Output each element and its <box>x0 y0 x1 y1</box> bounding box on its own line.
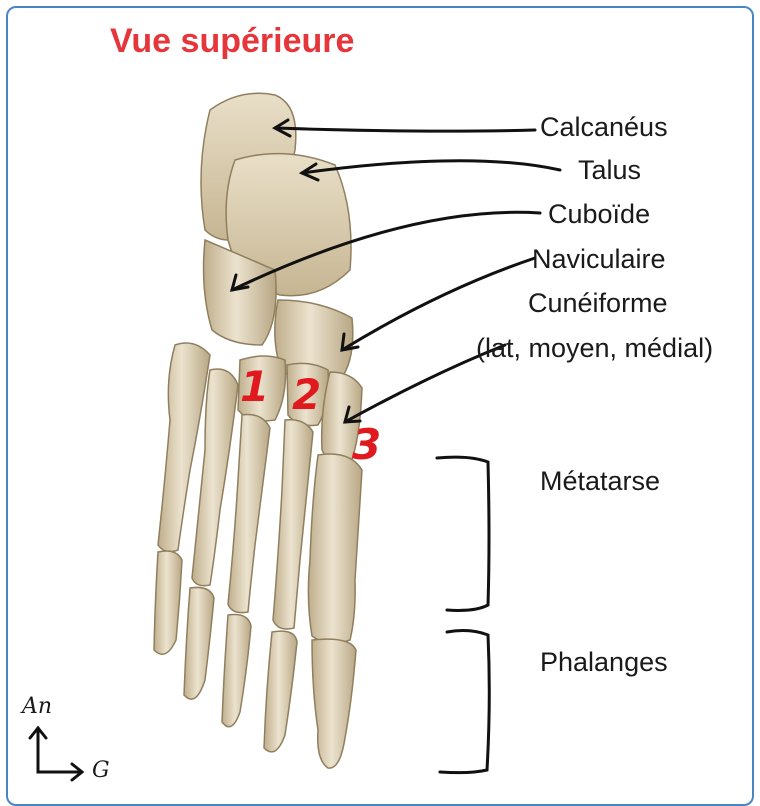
label-cuboid: Cuboïde <box>548 199 650 230</box>
phalanx-5 <box>154 551 182 654</box>
number-1: 1 <box>240 362 269 411</box>
arrow-talus <box>302 161 560 173</box>
orientation-right-label: G <box>92 758 110 783</box>
orientation-up-label: An <box>22 694 52 719</box>
label-phalanges: Phalanges <box>540 647 668 678</box>
phalanx-2 <box>264 631 297 752</box>
metatarsal-2 <box>273 420 313 629</box>
bracket-phalanges <box>440 631 489 773</box>
number-2: 2 <box>292 370 321 419</box>
metatarsal-3 <box>228 415 270 613</box>
phalanx-3 <box>222 614 251 726</box>
arrow-calcaneus <box>275 128 535 131</box>
label-cuneiform-sub: (lat, moyen, médial) <box>476 333 713 364</box>
label-navicular: Naviculaire <box>532 244 666 275</box>
label-calcaneus: Calcanéus <box>540 112 668 143</box>
bracket-metatarsus <box>437 457 489 610</box>
phalanx-4 <box>184 587 214 699</box>
number-3: 3 <box>352 420 381 469</box>
label-metatarsus: Métatarse <box>540 466 660 497</box>
label-talus: Talus <box>578 155 641 186</box>
phalanx-1 <box>312 639 356 768</box>
label-cuneiform: Cunéiforme <box>528 288 668 319</box>
metatarsal-1 <box>308 454 362 643</box>
